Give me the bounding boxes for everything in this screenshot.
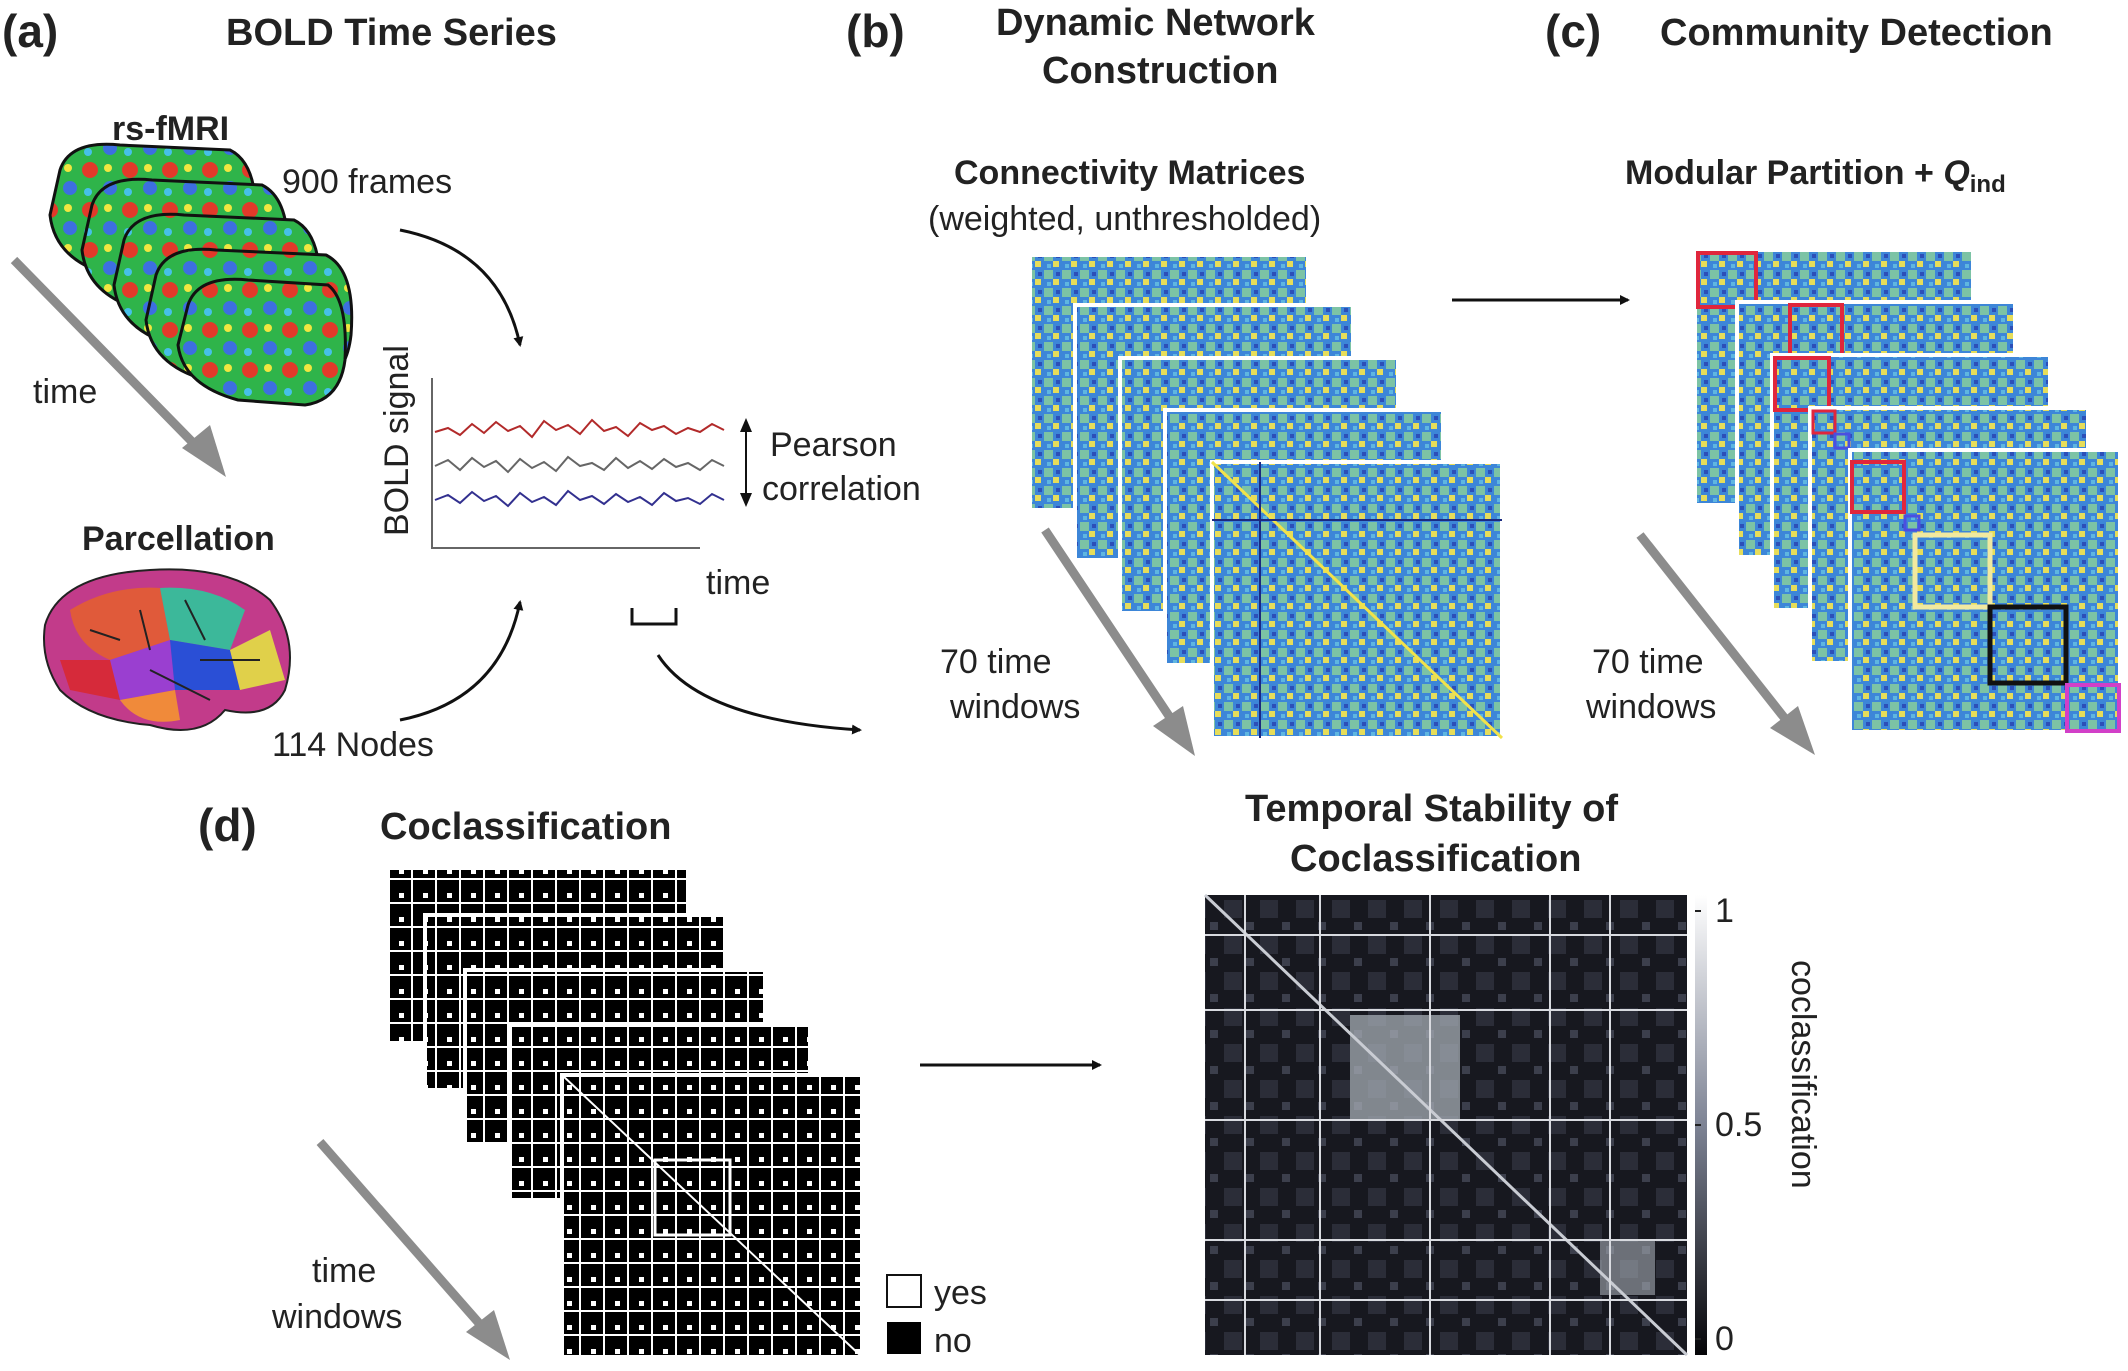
legend-no-swatch	[887, 1322, 921, 1354]
time-arrow-a-head	[182, 425, 226, 477]
plot-time-label: time	[706, 564, 771, 602]
time-arrow-b-head	[1153, 706, 1195, 756]
connectivity-matrices-subtitle: (weighted, unthresholded)	[928, 200, 1322, 238]
pearson-label-2: correlation	[762, 470, 921, 508]
temporal-stability-title-2: Coclassification	[1290, 838, 1582, 880]
dynamic-network-title-1: Dynamic Network	[996, 2, 1315, 44]
panel-letter-b: (b)	[846, 5, 905, 57]
connectivity-matrices-title: Connectivity Matrices	[954, 154, 1306, 192]
time-arrow-d	[316, 1139, 489, 1333]
time-label-a: time	[33, 373, 98, 411]
signal-blue	[434, 489, 725, 508]
signal-gray	[434, 455, 725, 474]
dynamic-network-title-2: Construction	[1042, 50, 1279, 92]
rs-fmri-label: rs-fMRI	[112, 110, 230, 148]
window-bracket	[630, 608, 678, 626]
c-windows-label-2: windows	[1586, 688, 1717, 726]
coclassification-matrix-stack	[386, 866, 864, 1359]
frames-arrow	[399, 228, 524, 347]
colorbar-tick-label-05: 0.5	[1715, 1106, 1763, 1144]
bold-plot	[431, 378, 752, 549]
fmri-brain-stack	[48, 142, 354, 407]
frames-label: 900 frames	[282, 163, 453, 201]
time-arrow-a	[10, 256, 209, 459]
colorbar-tick-label-0: 0	[1715, 1320, 1734, 1358]
parcellation-brain	[43, 568, 291, 731]
panel-letter-c: (c)	[1545, 5, 1602, 57]
legend-no-label: no	[934, 1322, 972, 1360]
b-windows-label-1: 70 time	[940, 643, 1052, 681]
pearson-label-1: Pearson	[770, 426, 897, 464]
q-symbol: Q	[1943, 154, 1970, 192]
time-arrow-c-head	[1770, 706, 1815, 755]
time-arrow-d-head	[466, 1310, 510, 1360]
temporal-stability-title-1: Temporal Stability of	[1245, 788, 1619, 830]
parcellation-label: Parcellation	[82, 520, 275, 558]
bold-signal-axis-label: BOLD signal	[378, 345, 416, 536]
d-windows-label-2: windows	[272, 1298, 403, 1336]
legend-yes-swatch	[886, 1274, 922, 1308]
nodes-label: 114 Nodes	[272, 726, 434, 764]
b-windows-label-2: windows	[950, 688, 1081, 726]
connectivity-matrix-stack	[1028, 253, 1504, 740]
colorbar-tick-label-1: 1	[1715, 892, 1734, 930]
q-subscript: ind	[1969, 170, 2006, 198]
community-detection-title: Community Detection	[1660, 12, 2053, 54]
legend-yes-label: yes	[934, 1274, 987, 1312]
temporal-stability-matrix	[1203, 893, 1689, 1357]
partition-matrix-stack	[1693, 248, 2122, 734]
coclassification-title: Coclassification	[380, 806, 672, 848]
modular-partition-title: Modular Partition + Qind	[1625, 154, 2006, 198]
d-windows-label-1: time	[312, 1252, 377, 1290]
window-arrow	[656, 654, 862, 735]
nodes-arrow	[399, 600, 524, 722]
c-windows-label-1: 70 time	[1592, 643, 1704, 681]
time-arrow-b	[1041, 527, 1179, 728]
panel-letter-a: (a)	[2, 5, 59, 57]
colorbar-axis-label: coclassification	[1784, 960, 1822, 1189]
panel-letter-d: (d)	[198, 799, 257, 851]
signal-red	[434, 418, 725, 439]
time-arrow-c	[1636, 532, 1794, 728]
bold-time-series-title: BOLD Time Series	[226, 12, 557, 54]
